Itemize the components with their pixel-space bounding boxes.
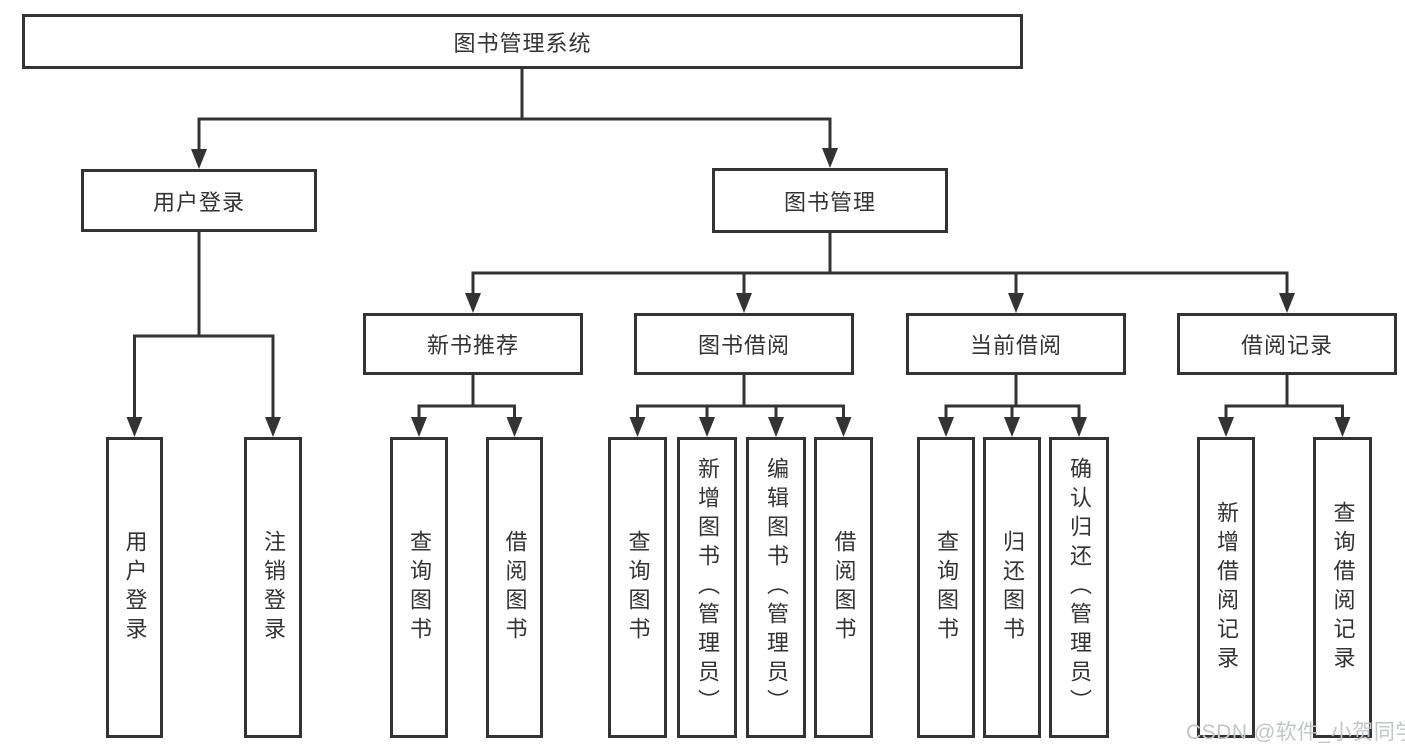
leaf-label: 借阅图书 [831, 529, 857, 646]
leaf-borrow-book-2: 借阅图书 [814, 437, 873, 738]
leaf-edit-book-admin: 编辑图书（管理员） [746, 437, 806, 738]
leaf-query-borrow-record: 查询借阅记录 [1313, 437, 1372, 738]
node-new-book-recommend: 新书推荐 [363, 313, 583, 375]
connector-currentborrow-to-leaves [944, 375, 1081, 419]
leaf-user-login: 用户登录 [106, 437, 163, 738]
connector-root-to-level2 [197, 69, 832, 151]
leaf-label: 查询借阅记录 [1330, 500, 1356, 675]
leaf-confirm-return-admin: 确认归还（管理员） [1049, 437, 1109, 738]
leaf-label: 编辑图书（管理员） [764, 457, 789, 718]
leaf-borrow-book-1: 借阅图书 [486, 437, 543, 738]
leaf-label: 用户登录 [122, 529, 148, 646]
connector-userlogin-to-leaves [133, 232, 275, 419]
leaf-query-book-3: 查询图书 [917, 437, 975, 738]
connector-bookmgmt-to-level3 [471, 233, 1289, 295]
leaf-label: 新增借阅记录 [1214, 500, 1239, 675]
node-current-borrow: 当前借阅 [906, 313, 1126, 375]
connector-borrowrecord-to-leaves [1224, 375, 1344, 419]
connector-bookborrow-to-leaves [636, 375, 845, 419]
node-book-management: 图书管理 [712, 168, 948, 233]
node-borrow-record: 借阅记录 [1177, 313, 1397, 375]
leaf-label: 注销登录 [261, 529, 286, 646]
leaf-label: 归还图书 [1000, 529, 1025, 646]
leaf-add-book-admin: 新增图书（管理员） [677, 437, 737, 738]
csdn-watermark: CSDN @软件_小贺同学 [1186, 721, 1405, 744]
leaf-logout: 注销登录 [244, 437, 302, 738]
leaf-add-borrow-record: 新增借阅记录 [1197, 437, 1255, 738]
node-book-borrow: 图书借阅 [634, 313, 854, 375]
node-root-library-system: 图书管理系统 [22, 14, 1023, 69]
leaf-query-book-1: 查询图书 [390, 437, 448, 738]
leaf-query-book-2: 查询图书 [608, 437, 667, 738]
leaf-label: 新增图书（管理员） [695, 457, 720, 718]
leaf-label: 确认归还（管理员） [1067, 457, 1092, 718]
connector-newbook-to-leaves [417, 375, 516, 419]
leaf-label: 查询图书 [625, 529, 651, 646]
leaf-label: 查询图书 [407, 529, 432, 646]
leaf-return-book: 归还图书 [983, 437, 1041, 738]
leaf-label: 借阅图书 [502, 529, 528, 646]
leaf-label: 查询图书 [934, 529, 959, 646]
node-user-login: 用户登录 [81, 169, 317, 232]
